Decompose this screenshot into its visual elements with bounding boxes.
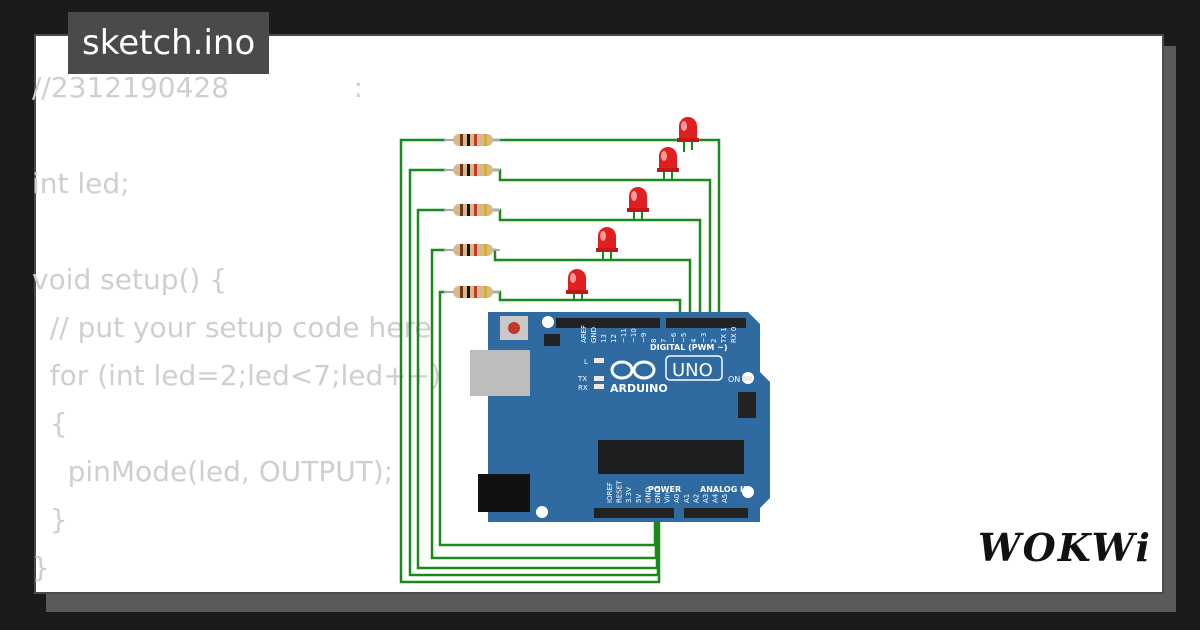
pin-label: A3 (702, 494, 710, 503)
resistor[interactable] (444, 134, 500, 146)
resistor[interactable] (444, 164, 500, 176)
code-line: } (32, 503, 68, 536)
pin-label: A4 (712, 493, 720, 503)
led[interactable] (596, 227, 618, 252)
code-line: int led; (32, 167, 130, 200)
pin-label: 12 (610, 334, 618, 343)
code-line: pinMode(led, OUTPUT); (32, 455, 394, 488)
pin-label: RESET (616, 480, 624, 503)
pin-label: RX 0 (730, 327, 738, 343)
pin-label: GND (654, 487, 662, 503)
wire-gnd-5[interactable] (438, 290, 657, 547)
usb-port (470, 350, 530, 396)
rx-label: RX (578, 384, 588, 392)
board-model: UNO (672, 360, 713, 381)
pin-label: A0 (673, 494, 681, 503)
code-line: { (32, 407, 68, 440)
power-label: POWER (648, 485, 681, 494)
pin-label: ~11 (620, 328, 628, 343)
wire-pin-2[interactable] (492, 138, 721, 320)
pin-label: AREF (580, 325, 588, 343)
power-jack (478, 474, 530, 512)
wire-pin-4[interactable] (492, 208, 702, 320)
pin-label: ~3 (700, 333, 708, 343)
code-line: //2312190428 : (32, 71, 364, 104)
tx-label: TX (577, 375, 587, 383)
wire-pin-5[interactable] (492, 248, 692, 320)
pin-label: TX 1 (720, 327, 728, 344)
pin-label: ~6 (670, 332, 678, 343)
pin-label: 13 (600, 334, 608, 343)
led[interactable] (566, 269, 588, 294)
leds (566, 117, 699, 294)
resistors (444, 134, 500, 298)
board-name: ARDUINO (610, 382, 668, 395)
l-label: L (584, 358, 588, 366)
pin-label: 4 (690, 338, 698, 343)
code-line: } (32, 551, 50, 584)
pin-label: A2 (692, 494, 700, 503)
on-label: ON (728, 375, 740, 384)
filename-tab[interactable]: sketch.ino (68, 12, 270, 74)
pin-label: ~10 (630, 328, 638, 343)
microcontroller-chip (598, 440, 744, 474)
pin-label: GND (644, 487, 652, 503)
resistor[interactable] (444, 244, 500, 256)
pin-label: IOREF (606, 482, 614, 503)
pin-label: 5V (635, 494, 643, 503)
analog-label: ANALOG IN (700, 485, 750, 494)
pin-label: Vin (664, 492, 672, 503)
pin-label: A5 (721, 494, 729, 503)
wokwi-logo: WOKWi (978, 525, 1152, 570)
led[interactable] (677, 117, 699, 142)
led[interactable] (627, 187, 649, 212)
arduino-board[interactable]: ARDUINO UNO DIGITAL (PWM ~) POWER ANALOG… (470, 312, 770, 522)
code-line: for (int led=2;led<7;led++) (32, 359, 442, 392)
code-line: void setup() { (32, 263, 228, 296)
code-editor[interactable]: //2312190428 :int led;void setup() { // … (32, 64, 441, 592)
resistor[interactable] (444, 204, 500, 216)
led[interactable] (657, 147, 679, 172)
pin-label: 3.3V (625, 487, 633, 503)
arduino-logo-icon (610, 360, 656, 380)
pin-label: 2 (710, 339, 718, 343)
pin-label: GND (590, 327, 598, 343)
pin-label: ~9 (640, 333, 648, 343)
pin-label: A1 (683, 494, 691, 503)
pin-label: 7 (660, 339, 668, 343)
resistor[interactable] (444, 286, 500, 298)
pin-label: 8 (650, 339, 658, 343)
digital-label: DIGITAL (PWM ~) (650, 343, 728, 352)
pin-label: ~5 (680, 333, 688, 343)
